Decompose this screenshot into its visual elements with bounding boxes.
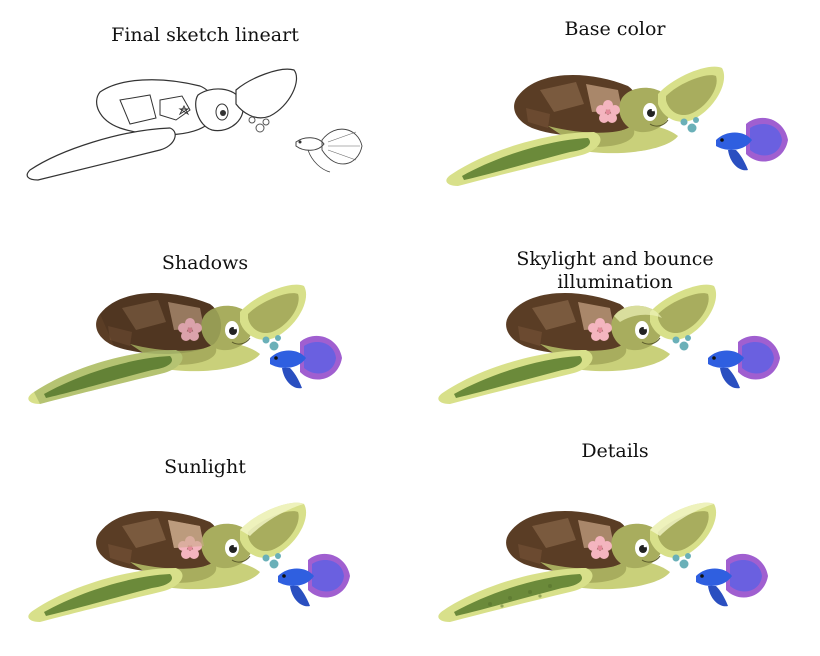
panel-title: Base color [564, 18, 666, 40]
turtle-sunlight-illustration [27, 502, 350, 623]
turtle-shadows-illustration [27, 284, 342, 405]
panel-title: Skylight and bounce illumination [516, 248, 714, 293]
panel-base-color: Base color [410, 0, 820, 218]
panel-sunlight: Sunlight [0, 436, 410, 654]
panel-title: Shadows [161, 252, 249, 274]
panel-title: Final sketch lineart [111, 24, 299, 46]
turtle-skylight-illustration [437, 284, 780, 405]
panel-details: Details [410, 436, 820, 654]
panel-skylight-bounce: Skylight and bounce illumination [410, 218, 820, 436]
panel-shadows: Shadows [0, 218, 410, 436]
turtle-details-illustration [437, 502, 768, 623]
panel-final-sketch-lineart: Final sketch lineart [0, 0, 410, 218]
panel-title: Sunlight [164, 456, 246, 478]
panel-title: Details [581, 440, 649, 462]
